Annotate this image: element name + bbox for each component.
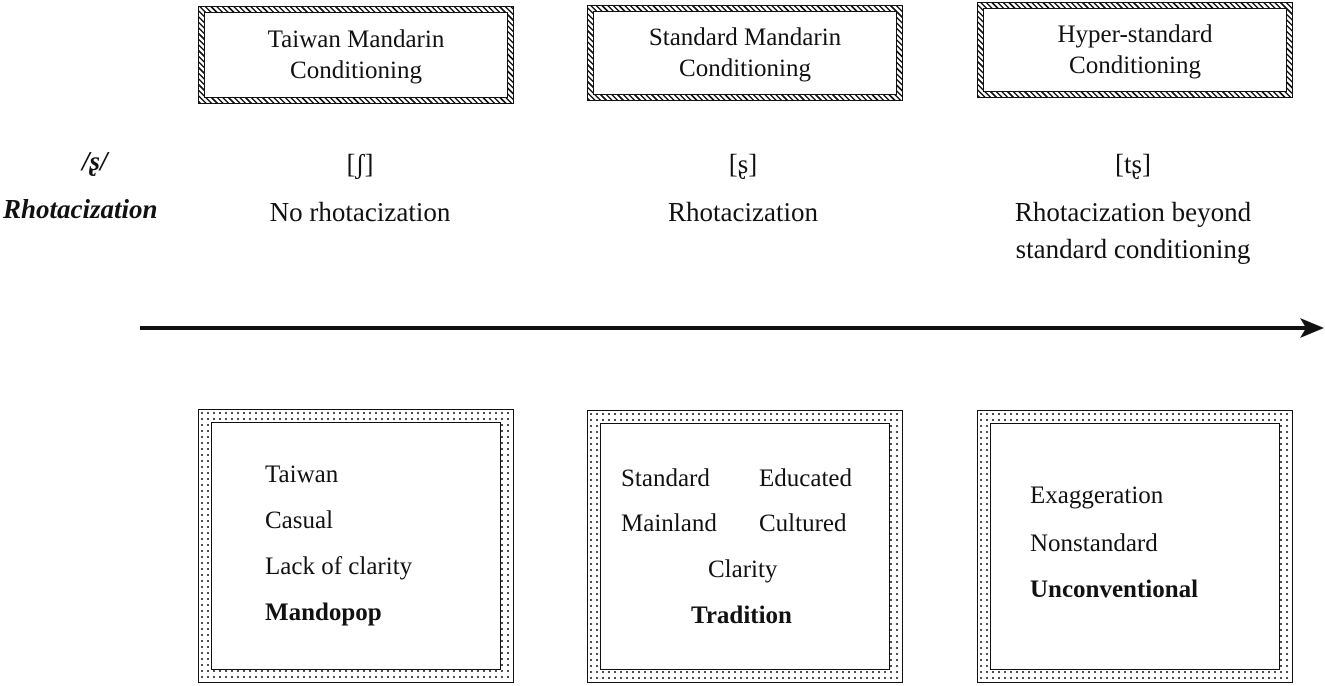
- condition-taiwan-line-1: Taiwan Mandarin: [267, 26, 445, 53]
- association-educated: Educated: [759, 465, 853, 492]
- condition-hyper-line-2: Conditioning: [1069, 52, 1201, 79]
- association-unconventional: Unconventional: [1030, 576, 1199, 603]
- association-tradition: Tradition: [691, 602, 792, 629]
- condition-box-taiwan-inner: Taiwan Mandarin Conditioning: [204, 12, 508, 98]
- association-standard: Standard: [621, 465, 710, 492]
- condition-hyper-line-1: Hyper-standard: [1057, 21, 1213, 48]
- description-hyper-line-1: Rhotacization beyond: [1014, 197, 1252, 227]
- ipa-standard: [ʂ]: [728, 149, 758, 179]
- association-cultured: Cultured: [759, 510, 847, 537]
- association-casual: Casual: [265, 507, 334, 534]
- ipa-hyper: [tʂ]: [1115, 149, 1151, 179]
- description-standard: Rhotacization: [668, 197, 818, 227]
- association-clarity: Clarity: [708, 556, 778, 583]
- condition-standard-line-2: Conditioning: [679, 55, 811, 82]
- condition-box-hyper: Hyper-standard Conditioning: [977, 2, 1293, 98]
- condition-box-hyper-inner: Hyper-standard Conditioning: [983, 8, 1287, 92]
- condition-standard-line-1: Standard Mandarin: [648, 24, 842, 51]
- association-lack-of-clarity: Lack of clarity: [265, 553, 413, 580]
- condition-box-taiwan: Taiwan Mandarin Conditioning: [198, 6, 514, 104]
- association-box-standard-inner: Standard Educated Mainland Cultured Clar…: [600, 423, 890, 670]
- association-box-hyper: Exaggeration Nonstandard Unconventional: [977, 410, 1293, 683]
- association-taiwan: Taiwan: [265, 461, 339, 488]
- condition-box-standard-inner: Standard Mandarin Conditioning: [593, 11, 897, 95]
- association-exaggeration: Exaggeration: [1030, 482, 1164, 509]
- association-box-hyper-inner: Exaggeration Nonstandard Unconventional: [990, 423, 1280, 670]
- continuum-arrow: [140, 318, 1324, 338]
- association-box-standard: Standard Educated Mainland Cultured Clar…: [587, 410, 903, 683]
- condition-box-standard: Standard Mandarin Conditioning: [587, 5, 903, 101]
- continuum-arrow-head: [1300, 318, 1324, 338]
- ipa-taiwan: [ʃ]: [346, 149, 374, 179]
- rhotacization-label: Rhotacization: [3, 194, 158, 224]
- association-nonstandard: Nonstandard: [1030, 530, 1158, 557]
- association-mainland: Mainland: [621, 510, 717, 537]
- phoneme-label: /ʂ/: [82, 146, 108, 176]
- association-box-taiwan: Taiwan Casual Lack of clarity Mandopop: [198, 409, 514, 683]
- description-hyper-line-2: standard conditioning: [1015, 234, 1251, 264]
- description-taiwan: No rhotacization: [269, 197, 451, 227]
- association-box-taiwan-inner: Taiwan Casual Lack of clarity Mandopop: [211, 422, 501, 670]
- condition-taiwan-line-2: Conditioning: [290, 57, 422, 84]
- association-mandopop: Mandopop: [265, 599, 382, 626]
